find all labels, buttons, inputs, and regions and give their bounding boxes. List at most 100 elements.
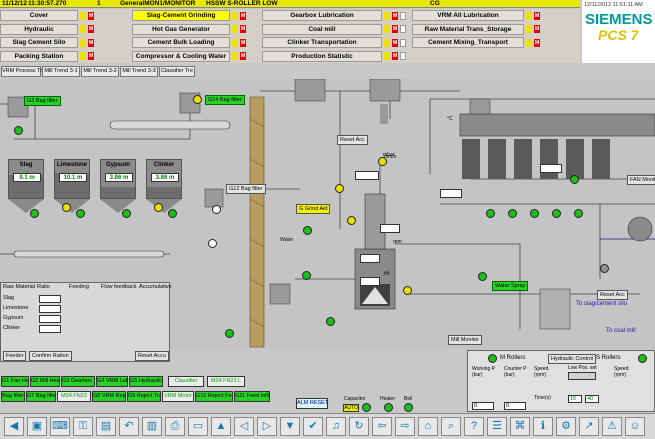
m24-fn23-l-button[interactable]: M24.FN23.L: [207, 376, 245, 387]
status-indicator-icon[interactable]: [400, 25, 406, 33]
info-icon[interactable]: ℹ: [533, 417, 553, 436]
lock-icon[interactable]: ⚿: [73, 417, 93, 436]
motor-icon[interactable]: [486, 209, 495, 218]
motor-icon[interactable]: [212, 205, 221, 214]
area-button[interactable]: Hydraulic: [0, 23, 78, 35]
motor-icon[interactable]: [570, 175, 579, 184]
motor-icon[interactable]: [478, 272, 487, 281]
help-icon[interactable]: ?: [464, 417, 484, 436]
alarm-indicator-icon[interactable]: M: [240, 25, 246, 33]
alarm-indicator-icon[interactable]: M: [392, 11, 398, 20]
alarm-indicator-icon[interactable]: M: [240, 38, 246, 47]
tab-vrm-process-trend[interactable]: VRM Process Tre: [1, 66, 45, 77]
g8-vrm-reject-button[interactable]: G8 VRM Reject: [92, 391, 126, 402]
open-icon[interactable]: ▥: [142, 417, 162, 436]
ratio-input[interactable]: [39, 305, 61, 313]
list-icon[interactable]: ☰: [487, 417, 507, 436]
area-button[interactable]: Slag Cement Silo: [0, 37, 78, 48]
status-indicator-icon[interactable]: [400, 52, 406, 60]
status-indicator-icon[interactable]: [400, 11, 406, 20]
settings-icon[interactable]: ⚙: [556, 417, 576, 436]
acknowledge-icon[interactable]: ✔: [303, 417, 323, 436]
tab-mill-trend-3-2[interactable]: Mill Trend 3-2: [81, 66, 119, 77]
keyboard-icon[interactable]: ⌨: [50, 417, 70, 436]
feeder-button[interactable]: Feeder: [3, 351, 27, 361]
g10-reject-feed-button[interactable]: G10 Reject Feed: [195, 391, 233, 402]
time-value[interactable]: 15: [568, 395, 582, 403]
time-value[interactable]: 40: [585, 395, 599, 403]
area-button[interactable]: Packing Station: [0, 50, 78, 62]
alarm-message-bar[interactable]: 11/12/12 11:30:57.270 1 GeneralMON1/MONI…: [0, 0, 580, 8]
silo-slag[interactable]: Slag 9.1 m: [8, 159, 44, 199]
warning-indicator-icon[interactable]: [384, 38, 390, 47]
g3-gearbox-lub-button[interactable]: G3 Gearbox Lub.: [61, 376, 95, 387]
warning-indicator-icon[interactable]: [232, 38, 238, 47]
tab-classifier-trend[interactable]: Classifier Tre: [159, 66, 195, 77]
silo-gypsum[interactable]: Gypsum 3.86 m: [100, 159, 136, 199]
g4-vrm-lub-button[interactable]: G4 VRM Lub.: [96, 376, 128, 387]
warning-indicator-icon[interactable]: [526, 25, 532, 33]
save-icon[interactable]: ▤: [96, 417, 116, 436]
motor-icon[interactable]: [403, 286, 412, 295]
bag-filter-g12-label[interactable]: G12 Bag filter: [226, 184, 266, 194]
motor-icon[interactable]: [335, 184, 344, 193]
up-icon[interactable]: ▲: [211, 417, 231, 436]
motor-icon[interactable]: [208, 239, 217, 248]
alarm-indicator-icon[interactable]: M: [88, 52, 94, 60]
g9-reject-tran-button[interactable]: G9 Reject Tran: [127, 391, 161, 402]
area-button[interactable]: Gearbox Lubrication: [262, 10, 382, 21]
ratio-input[interactable]: [39, 325, 61, 333]
area-button[interactable]: Raw Material Trans_Storage: [412, 23, 524, 35]
warning-indicator-icon[interactable]: [80, 11, 86, 20]
area-button[interactable]: Compressor & Cooling Water: [132, 50, 230, 62]
screen-icon[interactable]: ▭: [188, 417, 208, 436]
right-icon[interactable]: ▷: [257, 417, 277, 436]
motor-icon[interactable]: [552, 209, 561, 218]
classifier-button[interactable]: Classifier: [168, 376, 204, 387]
g7-bag-filter-button[interactable]: G7 Bag filter: [26, 391, 56, 402]
motor-icon[interactable]: [303, 226, 312, 235]
motor-icon[interactable]: [154, 203, 163, 212]
left-icon[interactable]: ◁: [234, 417, 254, 436]
picture-icon[interactable]: ▣: [27, 417, 47, 436]
alarm-indicator-icon[interactable]: M: [392, 52, 398, 60]
alarm-indicator-icon[interactable]: M: [534, 11, 540, 20]
confirm-ration-button[interactable]: Confirm Ration: [29, 351, 72, 361]
coal-mill-link[interactable]: To coal mill: [606, 328, 636, 334]
warning-indicator-icon[interactable]: [80, 25, 86, 33]
warning-indicator-icon[interactable]: [232, 52, 238, 60]
reset-acc-button[interactable]: Reset Acc: [597, 290, 628, 300]
warning-indicator-icon[interactable]: [80, 52, 86, 60]
area-button[interactable]: Cement Bulk Loading: [132, 37, 230, 48]
motor-icon[interactable]: [30, 209, 39, 218]
motor-icon[interactable]: [530, 209, 539, 218]
motor-icon[interactable]: [600, 264, 609, 273]
user-icon[interactable]: ☺: [625, 417, 645, 436]
mute-icon[interactable]: ♫: [326, 417, 346, 436]
grind-aid-label[interactable]: G Grind Aid: [296, 204, 331, 214]
hydraulic-control-button[interactable]: Hydraulic Control: [548, 354, 597, 364]
home-icon[interactable]: ⌂: [418, 417, 438, 436]
motor-icon[interactable]: [225, 329, 234, 338]
silo-limestone[interactable]: Limestone 10.1 m: [54, 159, 90, 199]
alarm-indicator-icon[interactable]: M: [392, 25, 398, 33]
alarm-indicator-icon[interactable]: M: [240, 52, 246, 60]
warning-indicator-icon[interactable]: [232, 11, 238, 20]
fan-monitor-button[interactable]: FAN Monitor: [627, 175, 655, 185]
area-button[interactable]: Hot Gas Generator: [132, 23, 230, 35]
reset-accu-button[interactable]: Reset Accu: [135, 351, 169, 361]
g5-hydraulic-button[interactable]: G5 Hydraulic: [129, 376, 163, 387]
tab-mill-trend-3-3[interactable]: Mill Trend 3-3: [120, 66, 158, 77]
refresh-icon[interactable]: ↻: [349, 417, 369, 436]
bag-filter-g3-label[interactable]: G3 Bag filter: [24, 96, 61, 106]
down-icon[interactable]: ▼: [280, 417, 300, 436]
area-button[interactable]: Slag-Cement Grinding: [132, 10, 230, 21]
alarm-indicator-icon[interactable]: M: [240, 11, 246, 20]
motor-icon[interactable]: [14, 126, 23, 135]
water-spray-label[interactable]: Water Spray: [492, 281, 529, 291]
mill-monitor-button[interactable]: Mill Monitor: [448, 335, 483, 345]
warning-indicator-icon[interactable]: [384, 11, 390, 20]
motor-icon[interactable]: [326, 317, 335, 326]
reset-acc-button[interactable]: Reset Acc: [337, 135, 368, 145]
zoom-icon[interactable]: ⌕: [441, 417, 461, 436]
